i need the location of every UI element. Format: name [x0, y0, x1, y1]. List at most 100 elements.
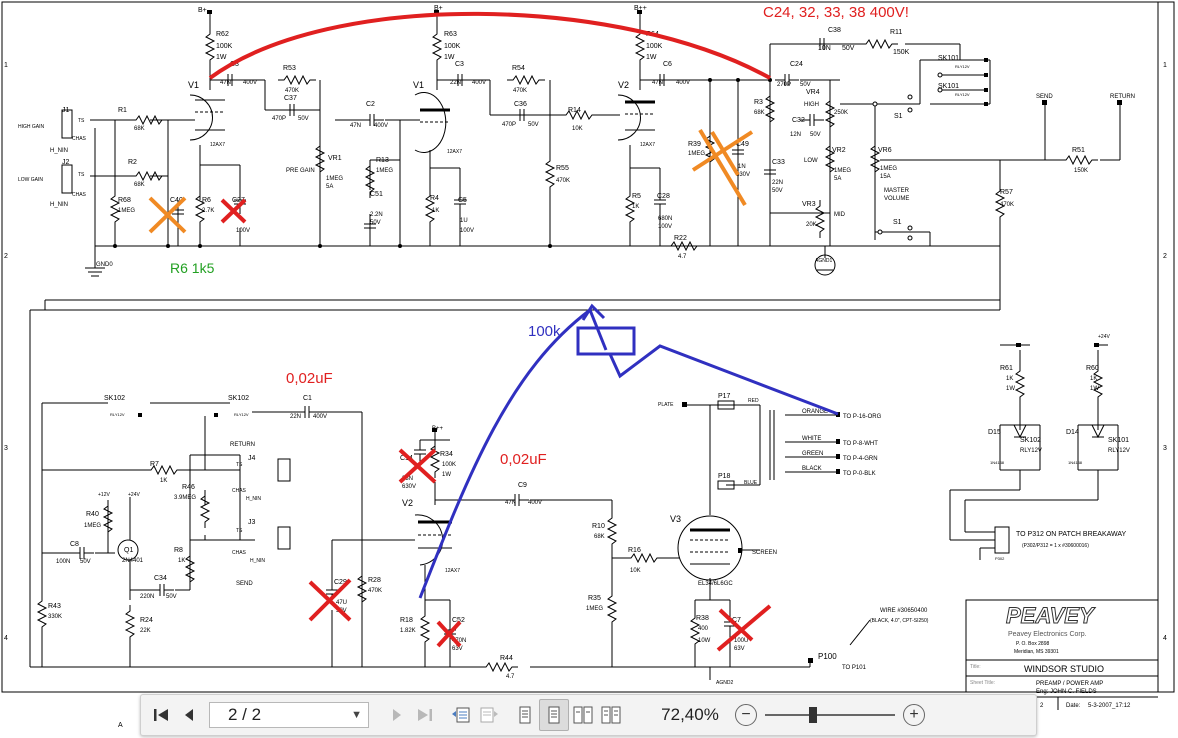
row-label-3: 3 — [1163, 445, 1167, 452]
label-high-gain: HIGH GAIN — [18, 124, 45, 130]
continuous-facing-view-button[interactable] — [597, 700, 625, 730]
zoom-out-button[interactable]: − — [735, 704, 757, 726]
diode-d14 — [1091, 424, 1105, 439]
value-r8: 1K — [178, 558, 185, 564]
next-view-button[interactable] — [475, 700, 503, 730]
last-page-icon — [418, 709, 432, 721]
label-r34: R34 — [440, 451, 453, 458]
label-r44: R44 — [500, 655, 513, 662]
first-page-button[interactable] — [147, 700, 175, 730]
value-c6: 47N — [652, 80, 663, 86]
first-page-icon — [154, 709, 168, 721]
agnd1-symbol — [814, 254, 836, 276]
date-label: Date: — [1066, 703, 1081, 709]
label-r35: R35 — [588, 595, 601, 602]
red-annotation-c1: 0,02uF — [286, 370, 333, 387]
value-c5: 1U — [460, 218, 468, 224]
rail-bplusplus: B++ — [634, 5, 647, 12]
row-label-2: 2 — [1163, 253, 1167, 260]
continuous-view-button[interactable] — [539, 699, 569, 731]
rating-c24: 50V — [800, 82, 811, 88]
page-number-select[interactable]: 2 / 2 ▼ — [209, 702, 369, 728]
label-return: RETURN — [230, 442, 255, 448]
value-r35: 1MEG — [586, 606, 603, 612]
label-r57: R57 — [1000, 189, 1013, 196]
label-chas-j1: CHAS — [72, 136, 87, 142]
zoom-slider-thumb[interactable] — [809, 707, 817, 723]
value-c51: 2.2N — [370, 212, 383, 218]
next-page-button[interactable] — [383, 700, 411, 730]
label-chas-j3: CHAS — [232, 550, 247, 556]
value-r5: 1K — [632, 204, 639, 210]
value-r55: 470K — [556, 178, 570, 184]
rating-r63: 1W — [444, 54, 455, 61]
rating-r62: 1W — [216, 54, 227, 61]
connector-p17 — [717, 400, 735, 410]
rating-c3-top: 400V — [243, 80, 257, 86]
single-page-view-button[interactable] — [511, 700, 539, 730]
zoom-slider-track — [765, 714, 895, 716]
rating-r61: 1W — [1006, 386, 1015, 392]
label-c37: C37 — [284, 95, 297, 102]
label-c8: C8 — [70, 541, 79, 548]
label-v2-top: V2 — [618, 80, 629, 90]
value-c52: 470N — [452, 638, 466, 644]
rating-c1: 400V — [313, 414, 327, 420]
rating-c34: 50V — [166, 594, 177, 600]
label-h-nin-2: H_NIN — [50, 202, 68, 208]
label-c40: C40 — [170, 197, 183, 204]
page-number-value: 2 / 2 — [228, 705, 262, 724]
peavey-logo: PEAVEY — [1006, 603, 1096, 628]
label-r2: R2 — [128, 159, 137, 166]
value-c2: 47N — [350, 123, 361, 129]
value-c49: 1N — [738, 164, 746, 170]
previous-page-button[interactable] — [175, 700, 203, 730]
value-r11: 150K — [893, 49, 910, 56]
label-black: BLACK — [802, 466, 822, 472]
last-page-button[interactable] — [411, 700, 439, 730]
label-sk102-a: SK102 — [104, 395, 125, 402]
label-c34: C34 — [154, 575, 167, 582]
previous-view-button[interactable] — [447, 700, 475, 730]
value-r44: 4.7 — [506, 674, 515, 680]
label-master: MASTER — [884, 188, 910, 194]
label-ts-j4: TS — [236, 462, 243, 468]
value-vr2: 1MEG — [834, 168, 851, 174]
red-cross-c27 — [220, 198, 247, 224]
connector-p302 — [994, 526, 1010, 554]
plus-icon: + — [909, 706, 919, 723]
label-r43: R43 — [48, 603, 61, 610]
zoom-level: 72,40% — [661, 705, 719, 724]
label-ts-j2: TS — [78, 172, 85, 178]
tube-type-v1b: 12AX7 — [447, 149, 462, 155]
label-return-top: RETURN — [1110, 94, 1135, 100]
label-r38: R38 — [696, 615, 709, 622]
label-red: RED — [748, 398, 759, 404]
label-r10: R10 — [592, 523, 605, 530]
previous-page-icon — [185, 709, 193, 721]
tube-v2-top — [617, 94, 641, 141]
value-r40: 1MEG — [84, 523, 101, 529]
label-gnd0: GND0 — [96, 262, 113, 268]
row-label-3-left: 3 — [4, 445, 8, 452]
rly-sk102-a: RLY12V — [110, 412, 125, 417]
label-vr4: VR4 — [806, 89, 820, 96]
label-r60: R60 — [1086, 365, 1099, 372]
label-volume: VOLUME — [884, 196, 909, 202]
label-r51: R51 — [1072, 147, 1085, 154]
value-vr4: 250K — [834, 110, 848, 116]
zoom-in-button[interactable]: + — [903, 704, 925, 726]
jack-j3 — [277, 526, 291, 550]
label-r22: R22 — [674, 235, 687, 242]
red-annotation-arc — [208, 11, 771, 80]
pdf-toolbar: 2 / 2 ▼ 72,40% − + — [140, 694, 1037, 736]
label-green: GREEN — [802, 451, 823, 457]
next-page-icon — [393, 709, 401, 721]
label-r5: R5 — [632, 193, 641, 200]
green-annotation-r6: R6 1k5 — [170, 260, 215, 276]
label-vr6: VR6 — [878, 147, 892, 154]
zoom-slider[interactable] — [765, 705, 895, 725]
label-j2: J2 — [62, 159, 70, 166]
facing-view-button[interactable] — [569, 700, 597, 730]
